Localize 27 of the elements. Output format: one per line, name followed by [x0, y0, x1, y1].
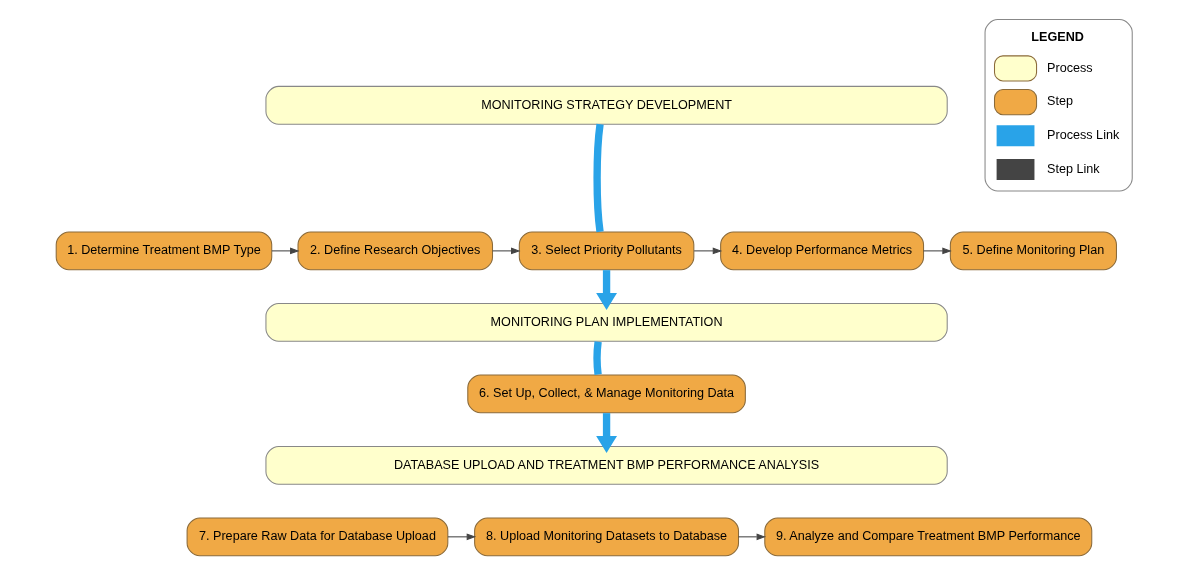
node-box: 1. Determine Treatment BMP Type — [55, 231, 273, 271]
arrow — [738, 533, 767, 541]
node-box: DATABASE UPLOAD AND TREATMENT BMP PERFORMANCE ANALYSIS — [265, 445, 948, 485]
arrow — [596, 413, 617, 453]
node-box: 6. Set Up, Collect, & Manage Monitoring Data — [467, 374, 746, 414]
node-box: 8. Upload Monitoring Datasets to Database — [474, 517, 740, 557]
node-box: 2. Define Research Objectives — [297, 231, 494, 271]
arrow — [923, 247, 952, 255]
legend-label: Step Link — [1047, 161, 1100, 176]
connector — [593, 123, 604, 233]
arrow — [271, 247, 300, 255]
connector — [593, 341, 602, 375]
label: LEGEND — [1031, 29, 1084, 44]
legend-label: Step — [1047, 94, 1074, 109]
arrow — [596, 270, 617, 311]
node-box: MONITORING STRATEGY DEVELOPMENT — [265, 85, 948, 125]
arrow — [492, 247, 521, 255]
node-box: MONITORING PLAN IMPLEMENTATION — [265, 302, 948, 342]
node-box: 4. Develop Performance Metrics — [720, 231, 925, 271]
node-box: 7. Prepare Raw Data for Database Upload — [186, 517, 449, 557]
node-box: 3. Select Priority Pollutants — [518, 231, 695, 271]
arrow — [447, 533, 477, 541]
node-box: 9. Analyze and Compare Treatment BMP Performance — [764, 517, 1093, 557]
node-box: 5. Define Monitoring Plan — [949, 231, 1117, 271]
legend-label: Process Link — [1047, 128, 1120, 143]
arrow — [693, 247, 723, 255]
legend-label: Process — [1047, 60, 1093, 75]
